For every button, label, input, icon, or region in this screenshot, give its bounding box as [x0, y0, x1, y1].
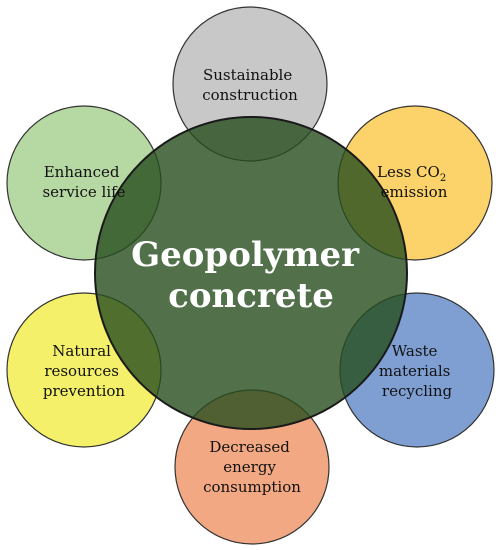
benefit-label-co2: Less CO2 emission [377, 163, 451, 201]
center-circle [94, 116, 408, 430]
center-title-line2: concrete [168, 276, 334, 316]
benefit-label-waste: Waste materials recycling [379, 342, 455, 400]
benefit-label-sustainable: Sustainable construction [202, 66, 298, 104]
center-title-line1: Geopolymer [131, 235, 360, 275]
benefit-label-service: Enhanced service life [42, 163, 125, 201]
benefit-label-natural: Natural resources prevention [43, 342, 126, 400]
center-title: Geopolymer concrete [131, 235, 371, 316]
benefit-label-energy: Decreased energy consumption [203, 438, 301, 496]
